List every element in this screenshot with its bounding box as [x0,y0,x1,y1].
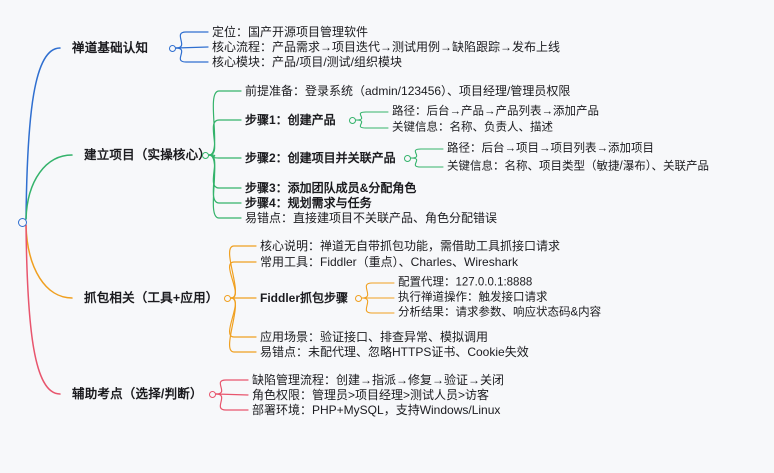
branch-4-child-1-label: 缺陷管理流程：创建→指派→修复→验证→关闭 [252,373,505,387]
branch-3-child-3-sub-2[interactable]: 执行禅道操作：触发接口请求 [398,292,548,304]
branch-1-child-1-label: 定位：国产开源项目管理软件 [212,25,369,39]
branch-2-child-3[interactable]: 步骤2：创建项目并关联产品 [245,152,396,164]
branch-3-child-3-node[interactable] [354,294,362,302]
branch-3-child-3[interactable]: Fiddler抓包步骤 [260,292,348,304]
branch-2-child-2-sub-1[interactable]: 路径：后台→产品→产品列表→添加产品 [392,106,599,118]
branch-1-label[interactable]: 禅道基础认知 [72,42,148,55]
branch-3-child-1-label: 核心说明：禅道无自带抓包功能，需借助工具抓接口请求 [260,239,561,253]
branch-3-child-1[interactable]: 核心说明：禅道无自带抓包功能，需借助工具抓接口请求 [260,240,560,252]
branch-2-child-2-node[interactable] [348,116,356,124]
branch-3-child-2[interactable]: 常用工具：Fiddler（重点）、Charles、Wireshark [260,256,518,268]
branch-4-child-2-label: 角色权限：管理员>项目经理>测试人员>访客 [252,388,490,402]
branch-2-node[interactable] [201,151,209,159]
branch-4-child-3[interactable]: 部署环境：PHP+MySQL，支持Windows/Linux [252,404,500,416]
branch-4-label-label: 辅助考点（选择/判断） [72,386,203,401]
branch-1-label-label: 禅道基础认知 [72,40,149,55]
branch-1-child-1[interactable]: 定位：国产开源项目管理软件 [212,26,368,38]
branch-2-label[interactable]: 建立项目（实操核心） [84,149,211,162]
branch-4-node[interactable] [208,390,216,398]
branch-2-child-3-sub-1[interactable]: 路径：后台→项目→项目列表→添加项目 [447,143,654,155]
branch-2-label-label: 建立项目（实操核心） [84,147,212,162]
branch-4-child-1[interactable]: 缺陷管理流程：创建→指派→修复→验证→关闭 [252,374,504,386]
branch-2-child-3-label: 步骤2：创建项目并关联产品 [245,151,396,165]
branch-4-child-2[interactable]: 角色权限：管理员>项目经理>测试人员>访客 [252,389,489,401]
branch-3-child-3-sub-1-label: 配置代理：127.0.0.1:8888 [398,276,533,289]
branch-2-child-2-sub-1-label: 路径：后台→产品→产品列表→添加产品 [392,105,599,118]
branch-2-child-4[interactable]: 步骤3：添加团队成员&分配角色 [245,182,416,194]
branch-3-child-3-sub-3-label: 分析结果：请求参数、响应状态码&内容 [398,306,602,319]
branch-1-child-3-label: 核心模块：产品/项目/测试/组织模块 [212,55,403,69]
branch-2-child-2-sub-2[interactable]: 关键信息：名称、负责人、描述 [392,122,553,134]
root-node[interactable] [17,217,27,227]
branch-3-child-5[interactable]: 易错点：未配代理、忽略HTTPS证书、Cookie失效 [260,346,529,358]
branch-3-child-4[interactable]: 应用场景：验证接口、排查异常、模拟调用 [260,331,488,343]
branch-3-label[interactable]: 抓包相关（工具+应用） [84,292,219,305]
branch-3-label-label: 抓包相关（工具+应用） [84,290,219,305]
branch-2-child-5-label: 步骤4：规划需求与任务 [245,196,372,210]
branch-2-child-6[interactable]: 易错点：直接建项目不关联产品、角色分配错误 [245,212,497,224]
branch-2-child-1[interactable]: 前提准备：登录系统（admin/123456）、项目经理/管理员权限 [245,85,570,97]
branch-2-child-2[interactable]: 步骤1：创建产品 [245,114,336,126]
branch-2-child-4-label: 步骤3：添加团队成员&分配角色 [245,181,417,195]
branch-1-child-2-label: 核心流程：产品需求→项目迭代→测试用例→缺陷跟踪→发布上线 [212,40,561,54]
branch-2-child-2-label: 步骤1：创建产品 [245,113,336,127]
branch-2-child-3-node[interactable] [403,154,411,162]
branch-3-child-3-sub-3[interactable]: 分析结果：请求参数、响应状态码&内容 [398,307,601,319]
branch-2-child-3-sub-1-label: 路径：后台→项目→项目列表→添加项目 [447,142,654,155]
branch-1-node[interactable] [168,44,176,52]
branch-2-child-5[interactable]: 步骤4：规划需求与任务 [245,197,372,209]
branch-2-child-3-sub-2[interactable]: 关键信息：名称、项目类型（敏捷/瀑布）、关联产品 [447,161,709,173]
branch-3-child-5-label: 易错点：未配代理、忽略HTTPS证书、Cookie失效 [260,345,529,359]
branch-3-node[interactable] [223,294,231,302]
branch-3-child-2-label: 常用工具：Fiddler（重点）、Charles、Wireshark [260,255,519,269]
branch-3-child-4-label: 应用场景：验证接口、排查异常、模拟调用 [260,330,489,344]
branch-2-child-2-sub-2-label: 关键信息：名称、负责人、描述 [392,121,553,134]
branch-3-child-3-sub-1[interactable]: 配置代理：127.0.0.1:8888 [398,277,532,289]
branch-2-child-3-sub-2-label: 关键信息：名称、项目类型（敏捷/瀑布）、关联产品 [447,160,709,173]
branch-4-label[interactable]: 辅助考点（选择/判断） [72,388,203,401]
branch-4-child-3-label: 部署环境：PHP+MySQL，支持Windows/Linux [252,403,501,417]
branch-2-child-6-label: 易错点：直接建项目不关联产品、角色分配错误 [245,211,498,225]
branch-3-child-3-label: Fiddler抓包步骤 [260,291,349,305]
branch-3-child-3-sub-2-label: 执行禅道操作：触发接口请求 [398,291,548,304]
branch-1-child-2[interactable]: 核心流程：产品需求→项目迭代→测试用例→缺陷跟踪→发布上线 [212,41,560,53]
branch-2-child-1-label: 前提准备：登录系统（admin/123456）、项目经理/管理员权限 [245,84,571,98]
branch-1-child-3[interactable]: 核心模块：产品/项目/测试/组织模块 [212,56,402,68]
